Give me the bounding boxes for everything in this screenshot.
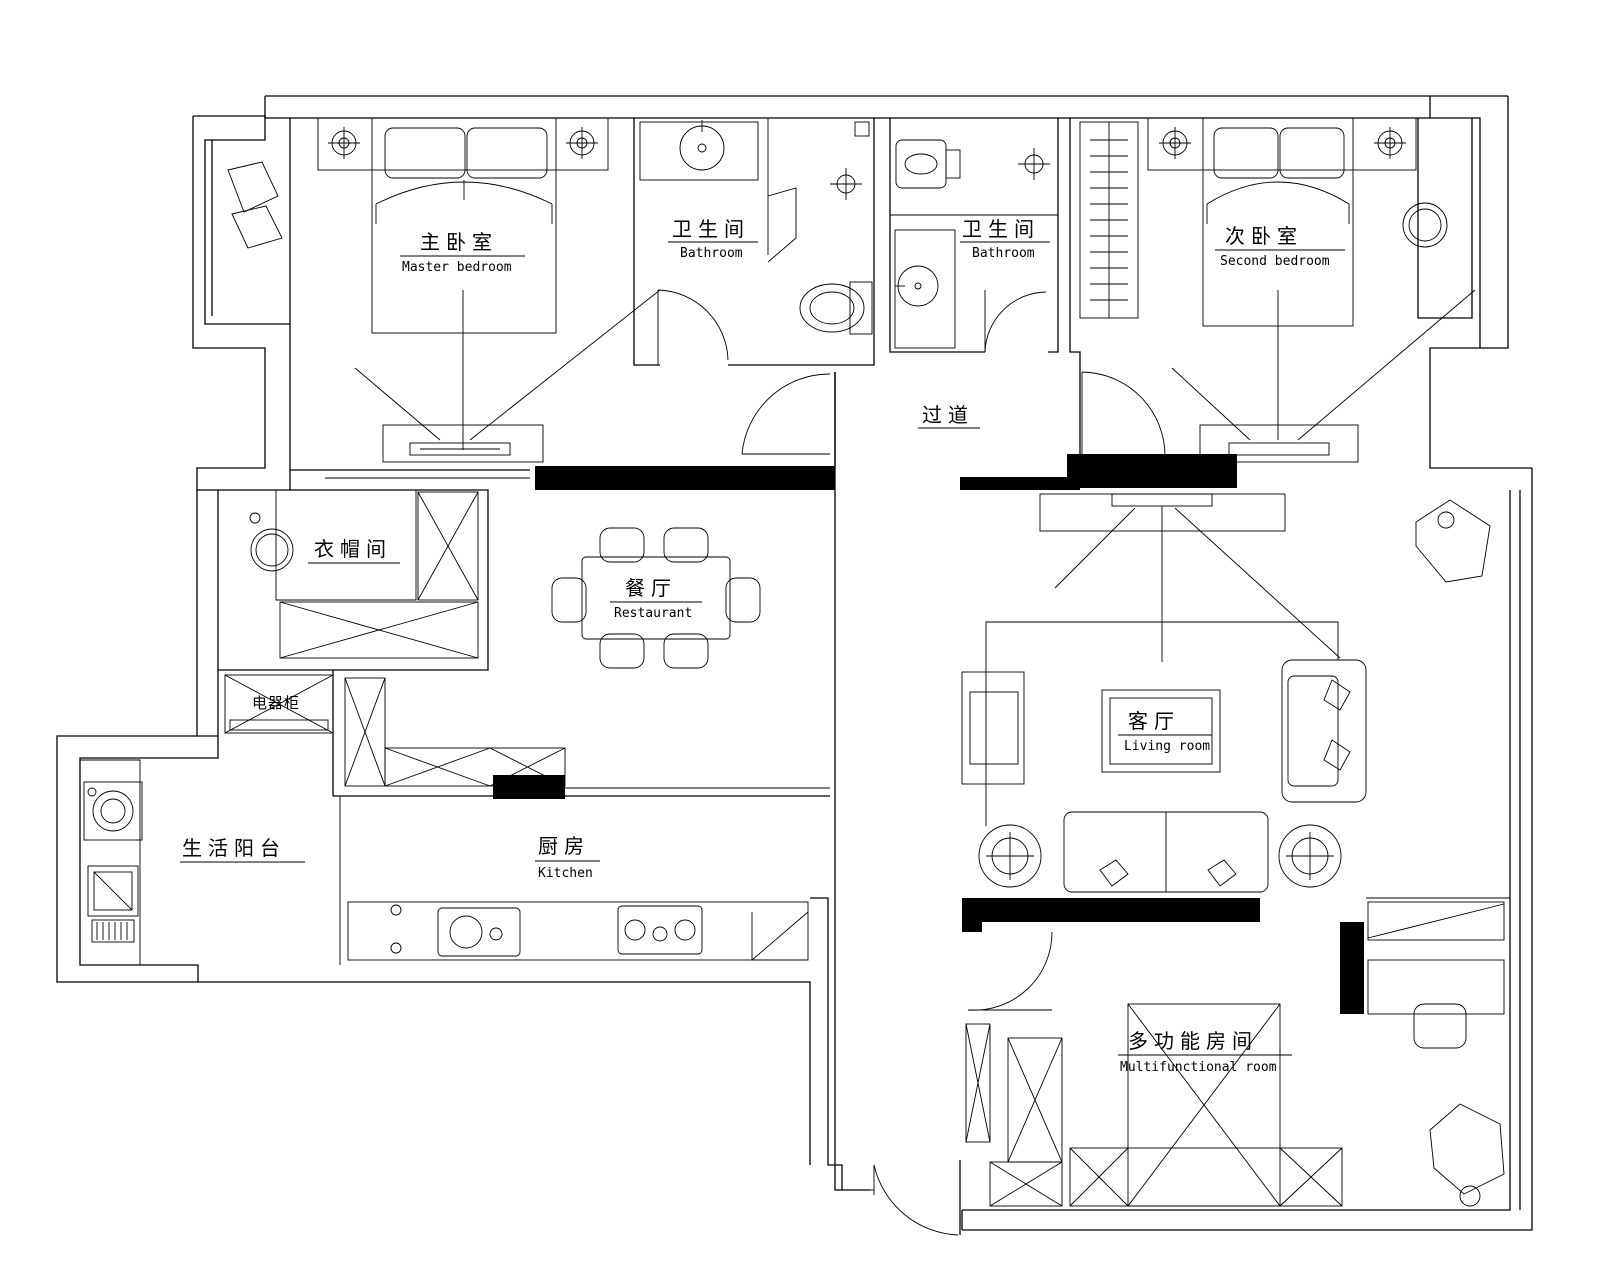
room-label-cn: 厨房 [538,834,590,858]
living-room: 客厅 Living room [961,493,1491,893]
side-table-lamp-icon [1278,824,1342,888]
room-label-en: Kitchen [538,866,593,881]
cloakroom: 衣帽间 [218,489,489,671]
wardrobe-hangers-icon [1079,121,1139,319]
room-label-cn: 衣帽间 [314,537,392,561]
lounge-chair-icon [1415,499,1491,583]
room-label-en: Restaurant [614,606,692,621]
door-swing-icon [657,289,729,365]
kitchen-sink-icon [437,907,521,957]
bathroom-2: 卫生间 Bathroom [889,118,1059,353]
room-label-en: Bathroom [680,246,743,261]
air-conditioner-icon [382,424,544,463]
room-label-en: Multifunctional room [1120,1060,1277,1075]
ceiling-light-fixture [1171,289,1476,441]
kitchen: 厨房 Kitchen [333,677,830,965]
double-bed-icon [1202,117,1354,327]
bathroom-1: 卫生间 Bathroom [633,118,875,366]
gas-stove-icon [617,905,703,955]
utility-balcony: 生活阳台 [80,759,305,965]
room-label-cn: 卫生间 [672,217,750,241]
squat-toilet-icon [895,139,961,189]
side-table-lamp-icon [978,824,1042,888]
air-conditioner-icon [1199,424,1359,463]
door-swing-icon [984,290,1047,353]
room-label-en: Master bedroom [402,260,512,275]
room-label-cn: 主卧室 [420,230,498,254]
ceiling-light-fixture [354,289,661,450]
round-stool-icon [249,512,294,572]
room-label-cn: 次卧室 [1225,224,1303,248]
washbasin-icon [679,120,725,171]
corridor: 过道 [290,372,1237,490]
second-bedroom: 次卧室 Second bedroom [1069,117,1476,468]
wall-section [535,466,835,490]
mop-sink-icon [87,865,139,943]
door-swing-icon [1081,371,1166,457]
armchair-icon [1281,659,1367,803]
wall-section [493,775,565,799]
toilet-icon [799,281,873,335]
ceiling-light-fixture [1054,506,1341,662]
bedside-lamp-icon [566,127,598,159]
bedside-lamp-icon [1159,127,1191,159]
lounge-chair-icon [1429,1103,1505,1207]
electrical-cabinet: 电器柜 [224,670,334,796]
double-bed-icon [371,117,557,334]
washing-machine-icon [83,781,143,841]
tv-cabinet-icon [961,671,1025,785]
washbasin-icon [895,265,939,307]
room-label-cn: 多功能房间 [1128,1029,1258,1053]
room-label-cn: 卫生间 [962,217,1040,241]
shower-icon [1018,148,1050,180]
door-swing-icon [967,931,1053,1011]
shower-icon [830,168,862,200]
bedside-lamp-icon [328,127,360,159]
wall-section [1067,454,1237,488]
exterior-walls [56,95,1533,1235]
rug-icon [1101,689,1221,773]
room-label-en: Bathroom [972,246,1035,261]
air-conditioner-icon [1039,493,1286,532]
dining-chair-icon [551,527,761,669]
wall-section [1340,922,1364,1014]
sofa-icon [1063,811,1269,893]
room-label-en: Living room [1124,739,1210,754]
bedside-lamp-icon [1374,127,1406,159]
wall-section [962,898,982,932]
master-bedroom: 主卧室 Master bedroom [227,117,661,463]
restaurant: 餐厅 Restaurant [551,527,761,669]
room-label-cn: 餐厅 [625,576,677,600]
wall-section [960,477,1080,490]
dining-table-icon [581,556,731,640]
room-label-cn: 过道 [922,403,974,427]
room-label-cn: 生活阳台 [182,836,286,860]
room-label-en: Second bedroom [1220,254,1330,269]
desk-chair-icon [1413,1003,1467,1049]
cabinet-label: 电器柜 [252,694,300,712]
door-swing-icon [741,373,831,455]
wall-section [962,898,1260,922]
room-label-cn: 客厅 [1128,709,1180,733]
cushion-icon [227,161,283,249]
round-stool-icon [1402,202,1448,248]
multifunctional-room: 多功能房间 Multifunctional room [962,897,1510,1207]
entrance-door [870,1164,959,1236]
